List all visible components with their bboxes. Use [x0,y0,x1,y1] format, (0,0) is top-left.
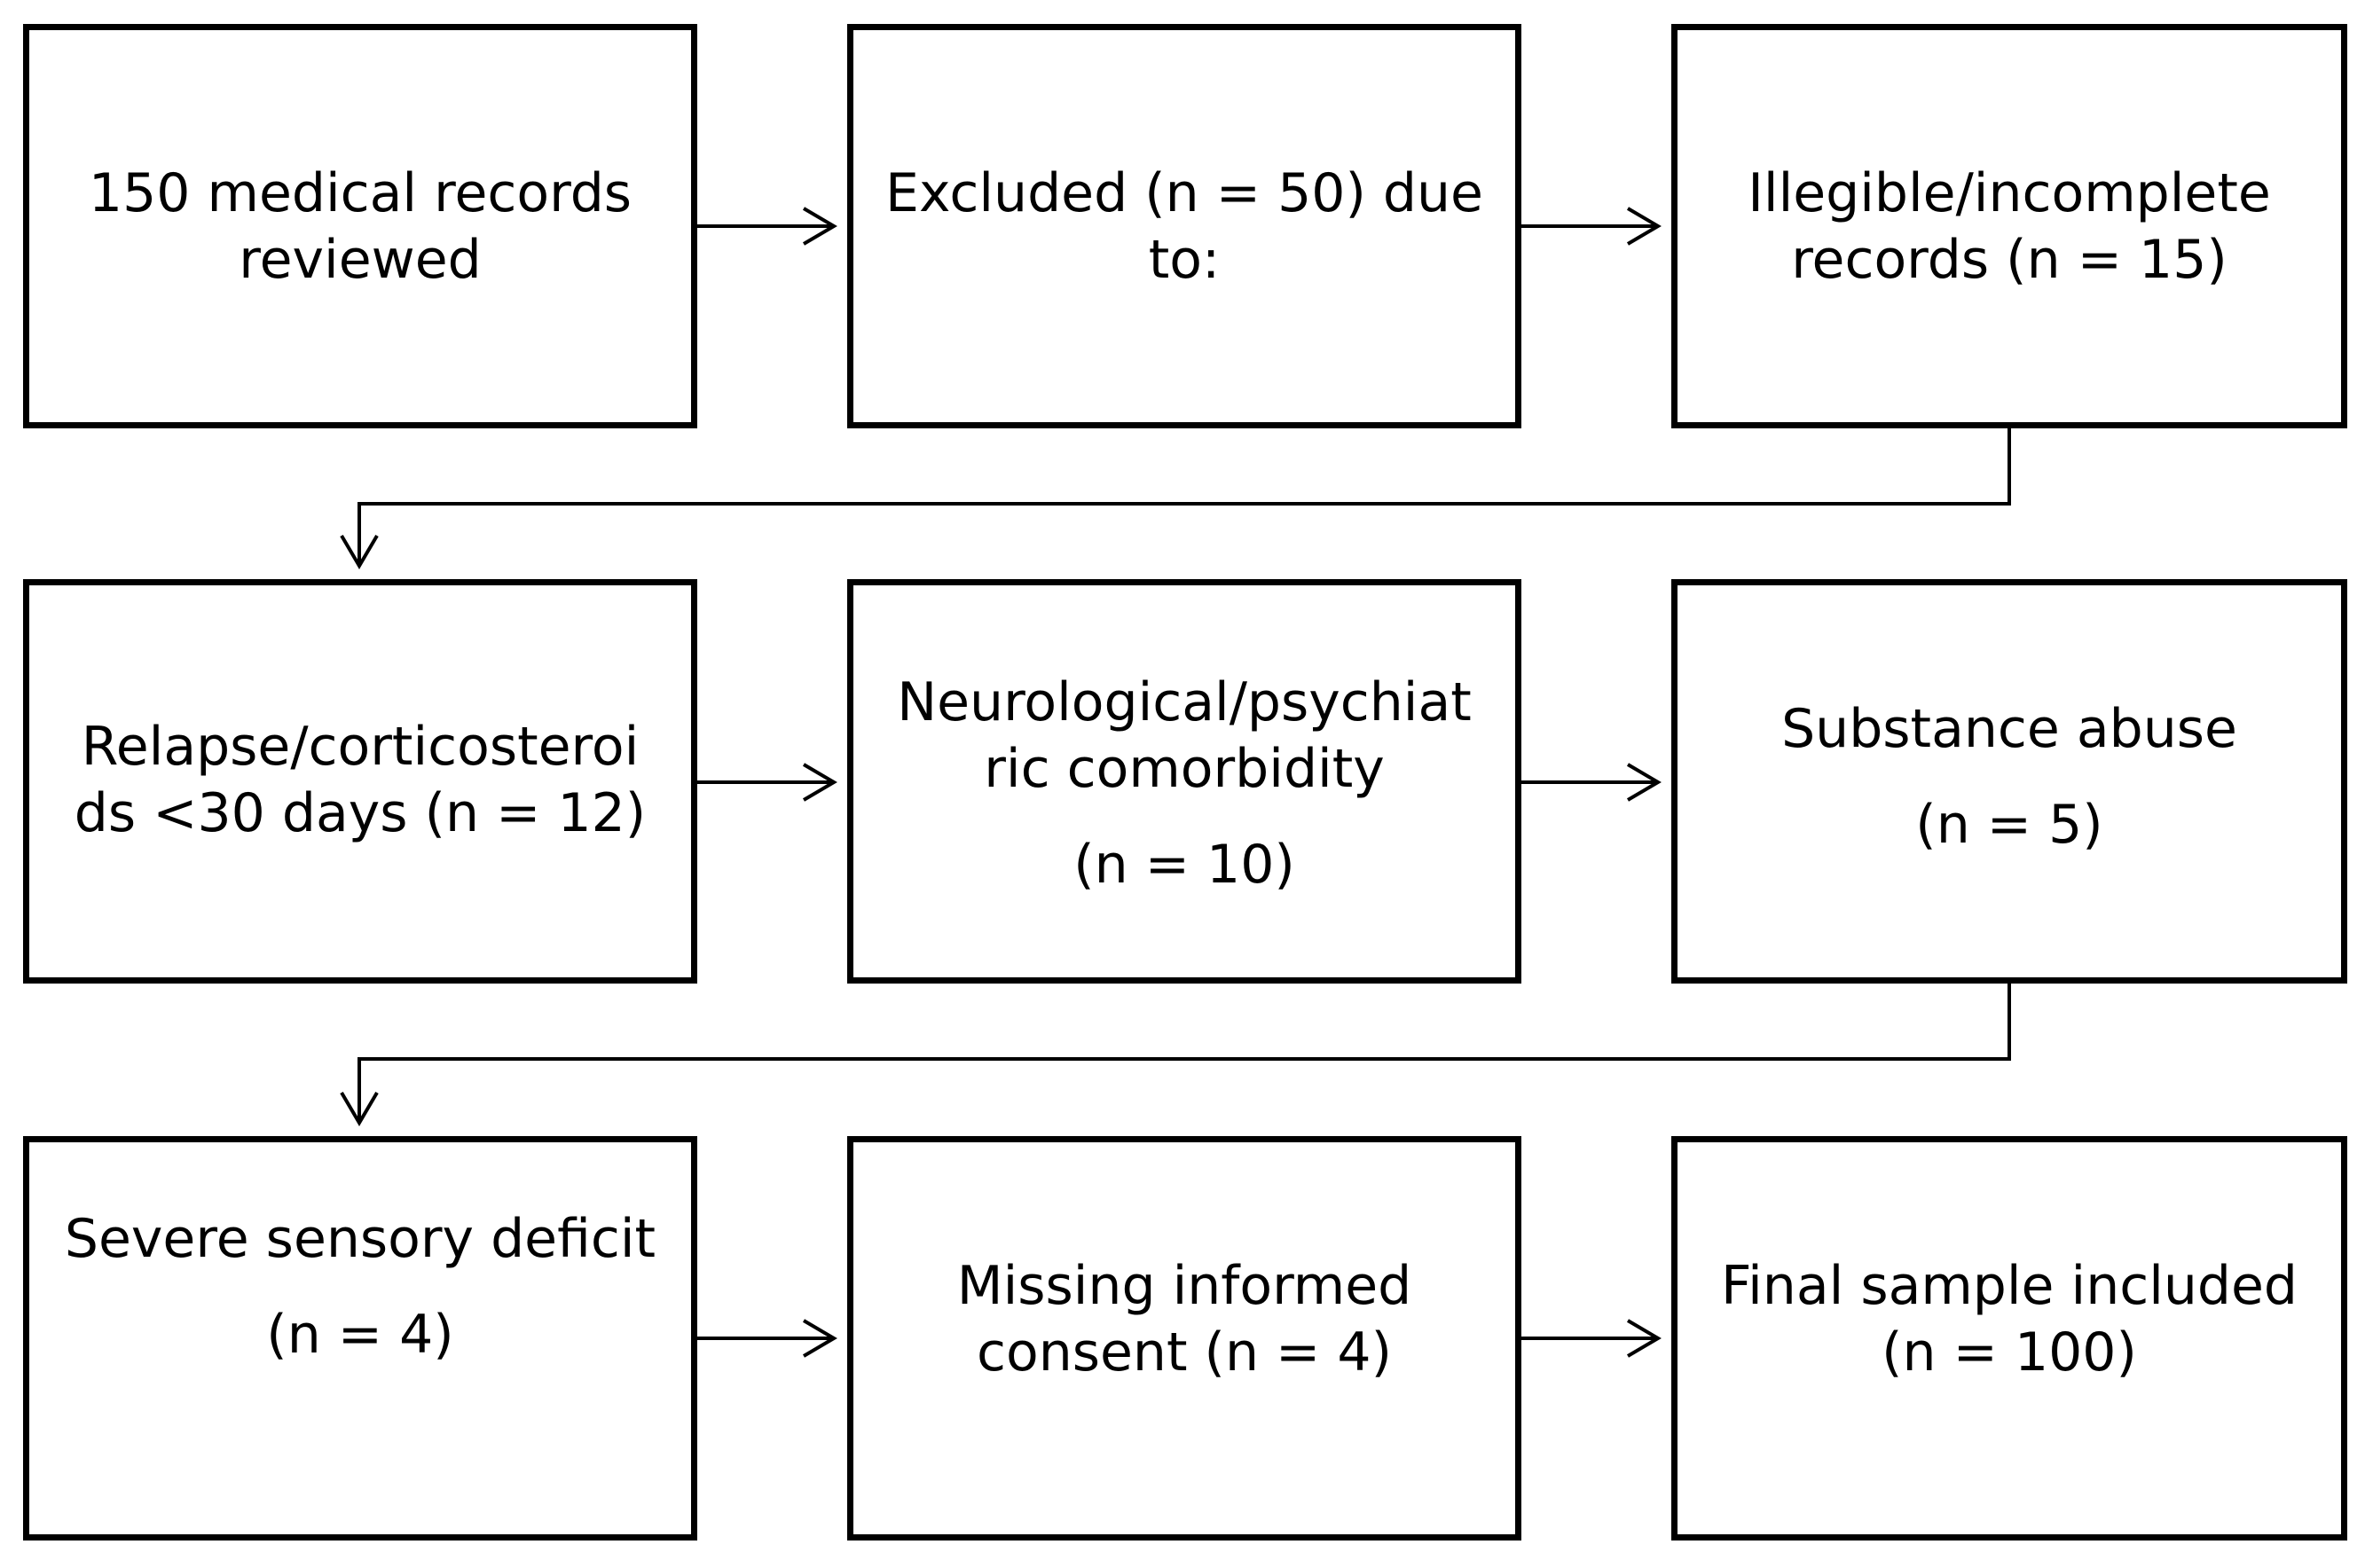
box-text-line: ric comorbidity [984,738,1385,800]
box-text-line: Neurological/psychiat [897,671,1472,733]
box-count: (n = 10) [1073,834,1295,896]
box-severe-sensory-deficit: Severe sensory deficit (n = 4) [23,1136,697,1541]
arrow-illegible-to-relapse [340,428,2011,569]
box-text-line: 150 medical records [88,162,632,224]
arrow-consent-to-final [1521,1319,1662,1358]
arrow-sensory-to-consent [697,1319,837,1358]
box-excluded: Excluded (n = 50) due to: [847,24,1521,428]
box-text-line: reviewed [239,229,482,291]
box-text-line: to: [1148,229,1221,291]
box-text-line: Relapse/corticosteroi [81,716,640,778]
box-text-line: Missing informed [956,1255,1412,1317]
box-illegible-records: Illegible/incomplete records (n = 15) [1671,24,2347,428]
box-relapse-corticosteroids: Relapse/corticosteroi ds <30 days (n = 1… [23,579,697,984]
box-text-line: Illegible/incomplete [1748,162,2271,224]
arrow-substance-to-sensory [340,984,2011,1126]
arrow-excluded-to-illegible [1521,207,1662,246]
box-missing-informed-consent: Missing informed consent (n = 4) [847,1136,1521,1541]
arrow-relapse-to-neuro [697,763,837,802]
arrow-reviewed-to-excluded [697,207,837,246]
box-substance-abuse: Substance abuse (n = 5) [1671,579,2347,984]
box-text-line: Excluded (n = 50) due [885,162,1483,224]
box-count: (n = 5) [1915,794,2103,856]
box-neuro-psychiatric-comorbidity: Neurological/psychiat ric comorbidity (n… [847,579,1521,984]
box-text-line: records (n = 15) [1791,229,2228,291]
arrow-neuro-to-substance [1521,763,1662,802]
box-text-line: consent (n = 4) [977,1321,1392,1384]
box-text-line: Substance abuse [1781,698,2237,760]
box-text-line: ds <30 days (n = 12) [74,782,647,844]
box-final-sample: Final sample included (n = 100) [1671,1136,2347,1541]
box-records-reviewed: 150 medical records reviewed [23,24,697,428]
box-text-line: Severe sensory deficit [64,1208,656,1270]
box-count: (n = 4) [266,1304,454,1366]
box-text-line: (n = 100) [1882,1321,2137,1384]
box-text-line: Final sample included [1720,1255,2298,1317]
